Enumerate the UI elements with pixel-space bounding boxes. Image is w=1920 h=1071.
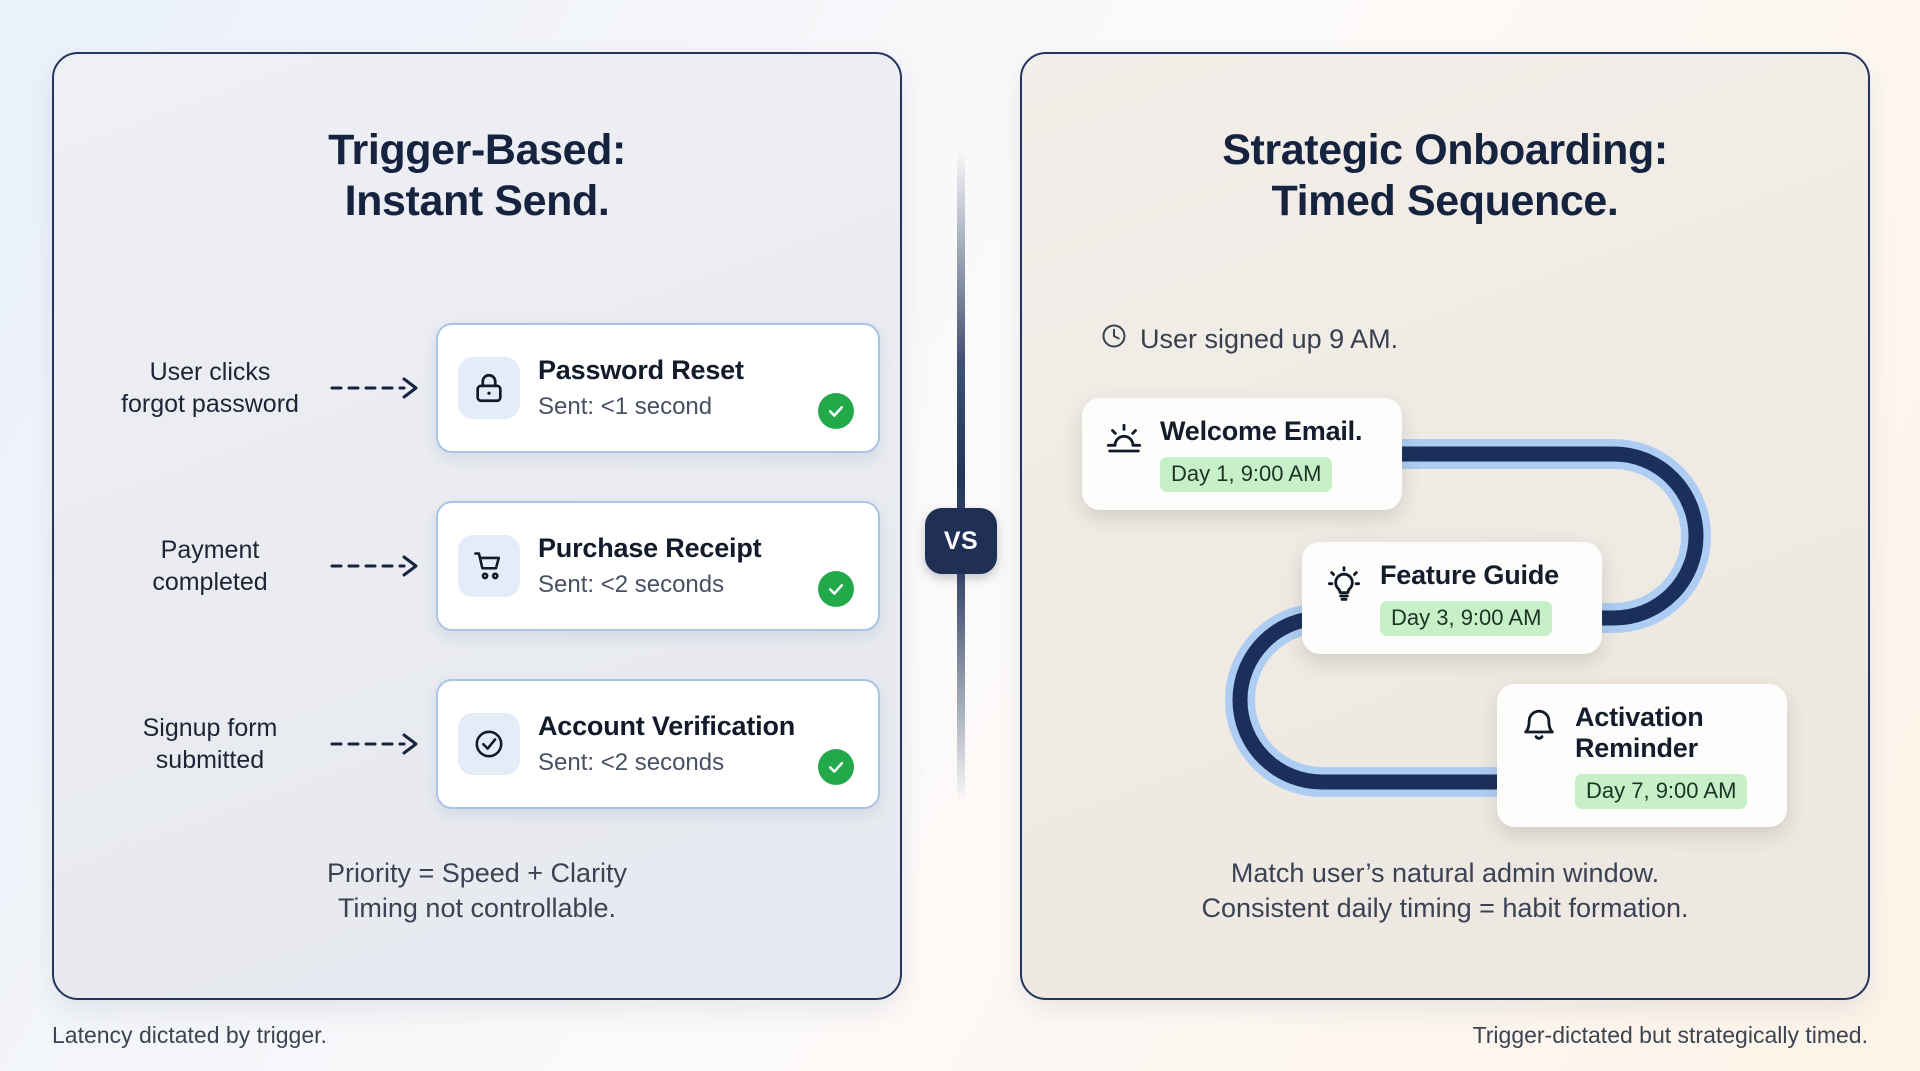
card-texts: Account Verification Sent: <2 seconds xyxy=(538,711,818,777)
right-footnote-line2: Consistent daily timing = habit formatio… xyxy=(1201,892,1689,923)
card-texts: Password Reset Sent: <1 second xyxy=(538,355,818,421)
sequence-card[interactable]: Activation Reminder Day 7, 9:00 AM xyxy=(1497,684,1787,827)
right-panel-footnote: Match user’s natural admin window. Consi… xyxy=(1022,856,1868,926)
left-panel-title: Trigger-Based: Instant Send. xyxy=(54,125,900,226)
sequence-card-body: Welcome Email. Day 1, 9:00 AM xyxy=(1160,416,1362,492)
right-title-line1: Strategic Onboarding: xyxy=(1222,125,1668,174)
right-panel-title: Strategic Onboarding: Timed Sequence. xyxy=(1022,125,1868,226)
sequence-card-title: Feature Guide xyxy=(1380,560,1559,590)
trigger-label-line2: forgot password xyxy=(121,390,299,418)
card-subtitle: Sent: <2 seconds xyxy=(538,571,725,598)
card-title: Account Verification xyxy=(538,711,796,741)
trigger-label: Signup form submitted xyxy=(90,712,330,776)
card-title: Purchase Receipt xyxy=(538,533,762,563)
left-footnote-line2: Timing not controllable. xyxy=(337,892,617,923)
sequence-card-title-line1: Activation xyxy=(1575,702,1704,732)
check-circle-icon xyxy=(818,749,854,785)
dashed-arrow-right-icon xyxy=(330,375,426,401)
left-title-line1: Trigger-Based: xyxy=(328,125,626,174)
sequence-card-title: Activation Reminder xyxy=(1575,702,1747,764)
clock-icon xyxy=(1100,322,1128,357)
signup-note: User signed up 9 AM. xyxy=(1100,322,1398,357)
trigger-row: Signup form submitted Account Verificat xyxy=(90,678,880,810)
sequence-card[interactable]: Welcome Email. Day 1, 9:00 AM xyxy=(1082,398,1402,510)
left-footnote-line1: Priority = Speed + Clarity xyxy=(326,857,628,888)
trigger-row: User clicks forgot password xyxy=(90,322,880,454)
card-title: Password Reset xyxy=(538,355,744,385)
card-subtitle: Sent: <2 seconds xyxy=(538,749,725,776)
trigger-label-line1: Payment xyxy=(160,536,260,564)
card-texts: Purchase Receipt Sent: <2 seconds xyxy=(538,533,818,599)
sequence-card-body: Activation Reminder Day 7, 9:00 AM xyxy=(1575,702,1748,809)
sequence-card-title: Welcome Email. xyxy=(1160,416,1363,446)
email-card[interactable]: Account Verification Sent: <2 seconds xyxy=(436,679,880,809)
trigger-based-panel: Trigger-Based: Instant Send. User clicks… xyxy=(52,52,902,1000)
trigger-label-line1: User clicks xyxy=(149,358,271,386)
check-circle-outline-icon xyxy=(458,713,520,775)
dashed-arrow-right-icon xyxy=(330,731,426,757)
sequence-card-title-line2: Reminder xyxy=(1575,732,1698,763)
email-card[interactable]: Purchase Receipt Sent: <2 seconds xyxy=(436,501,880,631)
sequence-time-badge: Day 7, 9:00 AM xyxy=(1575,773,1748,809)
footer-caption-left: Latency dictated by trigger. xyxy=(52,1022,327,1048)
left-title-line2: Instant Send. xyxy=(344,176,610,225)
email-card[interactable]: Password Reset Sent: <1 second xyxy=(436,323,880,453)
footer-caption-right: Trigger-dictated but strategically timed… xyxy=(1472,1022,1868,1048)
vs-badge: VS xyxy=(925,508,997,574)
right-title-line2: Timed Sequence. xyxy=(1271,176,1619,225)
left-panel-footnote: Priority = Speed + Clarity Timing not co… xyxy=(54,856,900,926)
card-subtitle: Sent: <1 second xyxy=(538,393,713,420)
shopping-cart-icon xyxy=(458,535,520,597)
sequence-time-badge: Day 1, 9:00 AM xyxy=(1160,456,1333,492)
trigger-label: User clicks forgot password xyxy=(90,356,330,420)
check-circle-icon xyxy=(818,571,854,607)
right-footnote-line1: Match user’s natural admin window. xyxy=(1230,857,1660,888)
lightbulb-icon xyxy=(1322,560,1366,604)
sequence-card[interactable]: Feature Guide Day 3, 9:00 AM xyxy=(1302,542,1602,654)
dashed-arrow-right-icon xyxy=(330,553,426,579)
lock-icon xyxy=(458,357,520,419)
trigger-label-line2: completed xyxy=(152,568,268,596)
sequence-card-body: Feature Guide Day 3, 9:00 AM xyxy=(1380,560,1559,636)
sequence-time-badge: Day 3, 9:00 AM xyxy=(1380,600,1553,636)
sunrise-icon xyxy=(1102,416,1146,460)
trigger-label: Payment completed xyxy=(90,534,330,598)
signup-note-text: User signed up 9 AM. xyxy=(1140,324,1399,354)
strategic-onboarding-panel: Strategic Onboarding: Timed Sequence. Us… xyxy=(1020,52,1870,1000)
vs-divider-line xyxy=(957,150,965,802)
check-circle-icon xyxy=(818,393,854,429)
bell-icon xyxy=(1517,702,1561,746)
trigger-row: Payment completed Purchase xyxy=(90,500,880,632)
trigger-label-line2: submitted xyxy=(155,746,265,774)
trigger-label-line1: Signup form xyxy=(142,714,278,742)
